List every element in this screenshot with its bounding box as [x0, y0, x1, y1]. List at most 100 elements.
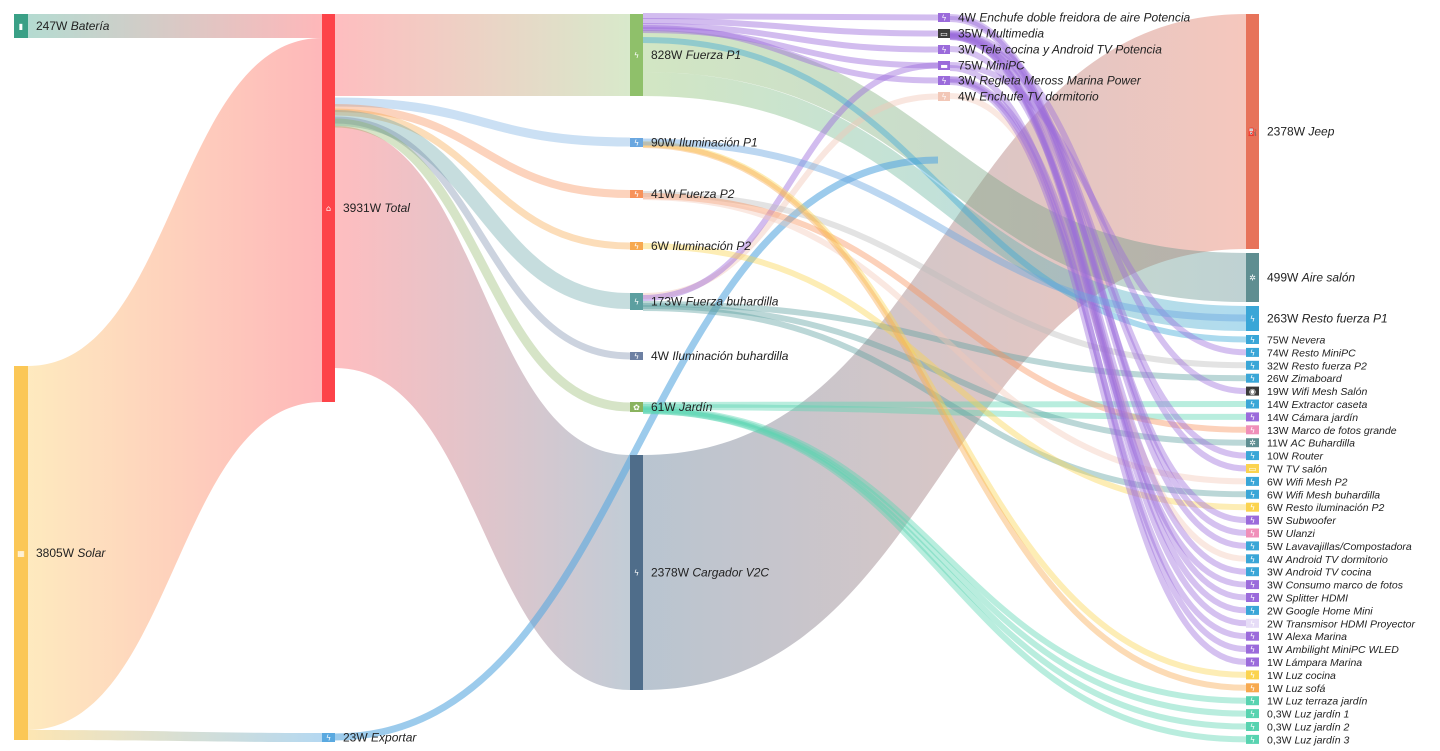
node-enchufe-tv-dormitorio[interactable]	[938, 92, 950, 101]
node-exportar[interactable]	[322, 733, 335, 742]
node-zimaboard[interactable]	[1246, 373, 1259, 383]
label-wifi-mesh-salon: 19W Wifi Mesh Salón	[1267, 386, 1367, 398]
node-lampara-marina[interactable]	[1246, 657, 1259, 667]
node-ulanzi[interactable]	[1246, 528, 1259, 538]
node-luz-jardin-3[interactable]	[1246, 734, 1259, 744]
node-lavavajillas[interactable]	[1246, 541, 1259, 551]
label-router: 10W Router	[1267, 451, 1324, 463]
node-transmisor-hdmi[interactable]	[1246, 618, 1259, 628]
node-iluminacion-buhardilla[interactable]	[630, 352, 643, 360]
node-iluminacion-p1[interactable]	[630, 138, 643, 147]
node-value: 2W	[1267, 593, 1286, 605]
lightning-icon: ϟ	[634, 190, 639, 199]
node-enchufe-freidora[interactable]	[938, 13, 950, 22]
node-label: Router	[1292, 451, 1324, 463]
tv-icon: ▭	[1249, 465, 1257, 474]
node-splitter-hdmi[interactable]	[1246, 593, 1259, 602]
node-nevera[interactable]	[1246, 335, 1259, 344]
link-total-iluminacion-p2	[334, 108, 631, 250]
lightning-icon: ϟ	[1250, 710, 1255, 719]
node-iluminacion-p2[interactable]	[630, 242, 643, 250]
node-jeep[interactable]	[1246, 14, 1259, 249]
label-fuerza-buhardilla: 173W Fuerza buhardilla	[651, 295, 779, 309]
node-label: Fuerza P1	[686, 48, 741, 62]
node-value: 11W	[1267, 438, 1291, 450]
node-value: 1W	[1267, 683, 1286, 695]
node-resto-fuerza-p1[interactable]	[1246, 306, 1259, 331]
node-resto-fuerza-p2[interactable]	[1246, 360, 1259, 370]
node-marco-fotos-grande[interactable]	[1246, 425, 1259, 435]
node-label: Solar	[77, 546, 106, 560]
node-tele-cocina[interactable]	[938, 45, 950, 54]
node-extractor-caseta[interactable]	[1246, 399, 1259, 409]
node-subwoofer[interactable]	[1246, 515, 1259, 525]
node-router[interactable]	[1246, 451, 1259, 461]
node-jardin[interactable]	[630, 402, 643, 412]
node-fuerza-p2[interactable]	[630, 190, 643, 198]
node-wifi-mesh-salon[interactable]	[1246, 386, 1259, 396]
node-luz-sofa[interactable]	[1246, 683, 1259, 693]
link-jardin-luz_jardin_1	[642, 407, 1247, 717]
label-exportar: 23W Exportar	[343, 731, 417, 745]
lightning-icon: ϟ	[1250, 581, 1255, 590]
flower-icon: ✿	[633, 403, 640, 412]
node-fuerza-p1[interactable]	[630, 14, 643, 96]
node-total[interactable]	[322, 14, 335, 402]
node-bateria[interactable]	[14, 14, 28, 38]
lightning-icon: ϟ	[1250, 619, 1255, 628]
lightning-icon: ϟ	[634, 51, 639, 60]
node-aire-salon[interactable]	[1246, 253, 1259, 302]
label-luz-jardin-1: 0,3W Luz jardín 1	[1267, 709, 1349, 721]
node-ac-buhardilla[interactable]	[1246, 438, 1259, 448]
node-value: 3W	[958, 74, 979, 88]
node-value: 14W	[1267, 399, 1292, 411]
node-android-tv-cocina[interactable]	[1246, 567, 1259, 577]
label-ambilight: 1W Ambilight MiniPC WLED	[1267, 644, 1399, 656]
label-bateria: 247W Batería	[36, 19, 110, 33]
node-solar[interactable]	[14, 366, 28, 740]
label-multimedia: 35W Multimedia	[958, 27, 1044, 41]
node-luz-jardin-2[interactable]	[1246, 722, 1259, 731]
lightning-icon: ϟ	[634, 352, 639, 361]
node-resto-minipc[interactable]	[1246, 347, 1259, 357]
label-alexa-marina: 1W Alexa Marina	[1267, 631, 1347, 643]
node-fuerza-buhardilla[interactable]	[630, 293, 643, 310]
link-iluminacion_p1-luz_cocina	[642, 141, 1247, 678]
link-total-iluminacion-buhardilla	[334, 116, 631, 360]
node-wifi-mesh-p2[interactable]	[1246, 476, 1259, 486]
node-label: Luz cocina	[1286, 670, 1336, 682]
node-label: Consumo marco de fotos	[1286, 580, 1404, 592]
tv-icon: ▭	[940, 30, 948, 39]
node-google-home-mini[interactable]	[1246, 605, 1259, 615]
node-consumo-marco-fotos[interactable]	[1246, 580, 1259, 590]
node-alexa-marina[interactable]	[1246, 631, 1259, 641]
node-tv-salon[interactable]	[1246, 464, 1259, 473]
node-regleta-meross[interactable]	[938, 76, 950, 85]
ev-charger-icon: ⛽	[1248, 127, 1258, 137]
node-ambilight[interactable]	[1246, 644, 1259, 654]
node-android-tv-dormitorio[interactable]	[1246, 554, 1259, 564]
node-luz-terraza-jardin[interactable]	[1246, 696, 1259, 706]
node-value: 6W	[1267, 502, 1286, 514]
node-luz-cocina[interactable]	[1246, 670, 1259, 680]
label-lampara-marina: 1W Lámpara Marina	[1267, 657, 1362, 669]
node-multimedia[interactable]	[938, 29, 950, 38]
solar-panel-icon: ▦	[17, 549, 25, 558]
label-consumo-marco-fotos: 3W Consumo marco de fotos	[1267, 580, 1404, 592]
node-resto-iluminacion-p2[interactable]	[1246, 502, 1259, 512]
node-luz-jardin-1[interactable]	[1246, 709, 1259, 719]
node-value: 3W	[958, 43, 979, 57]
node-label: Resto MiniPC	[1292, 347, 1357, 359]
node-value: 7W	[1267, 464, 1286, 476]
lightning-icon: ϟ	[1250, 348, 1255, 357]
label-subwoofer: 5W Subwoofer	[1267, 515, 1336, 527]
lightning-icon: ϟ	[1250, 490, 1255, 499]
lightning-icon: ϟ	[634, 242, 639, 251]
node-label: Iluminación P2	[672, 239, 751, 253]
node-wifi-mesh-buhardilla[interactable]	[1246, 489, 1259, 499]
label-tv-salon: 7W TV salón	[1267, 464, 1327, 476]
node-minipc[interactable]	[938, 61, 950, 70]
node-camara-jardin[interactable]	[1246, 412, 1259, 422]
node-cargador[interactable]	[630, 455, 643, 690]
node-label: Wifi Mesh Salón	[1292, 386, 1368, 398]
